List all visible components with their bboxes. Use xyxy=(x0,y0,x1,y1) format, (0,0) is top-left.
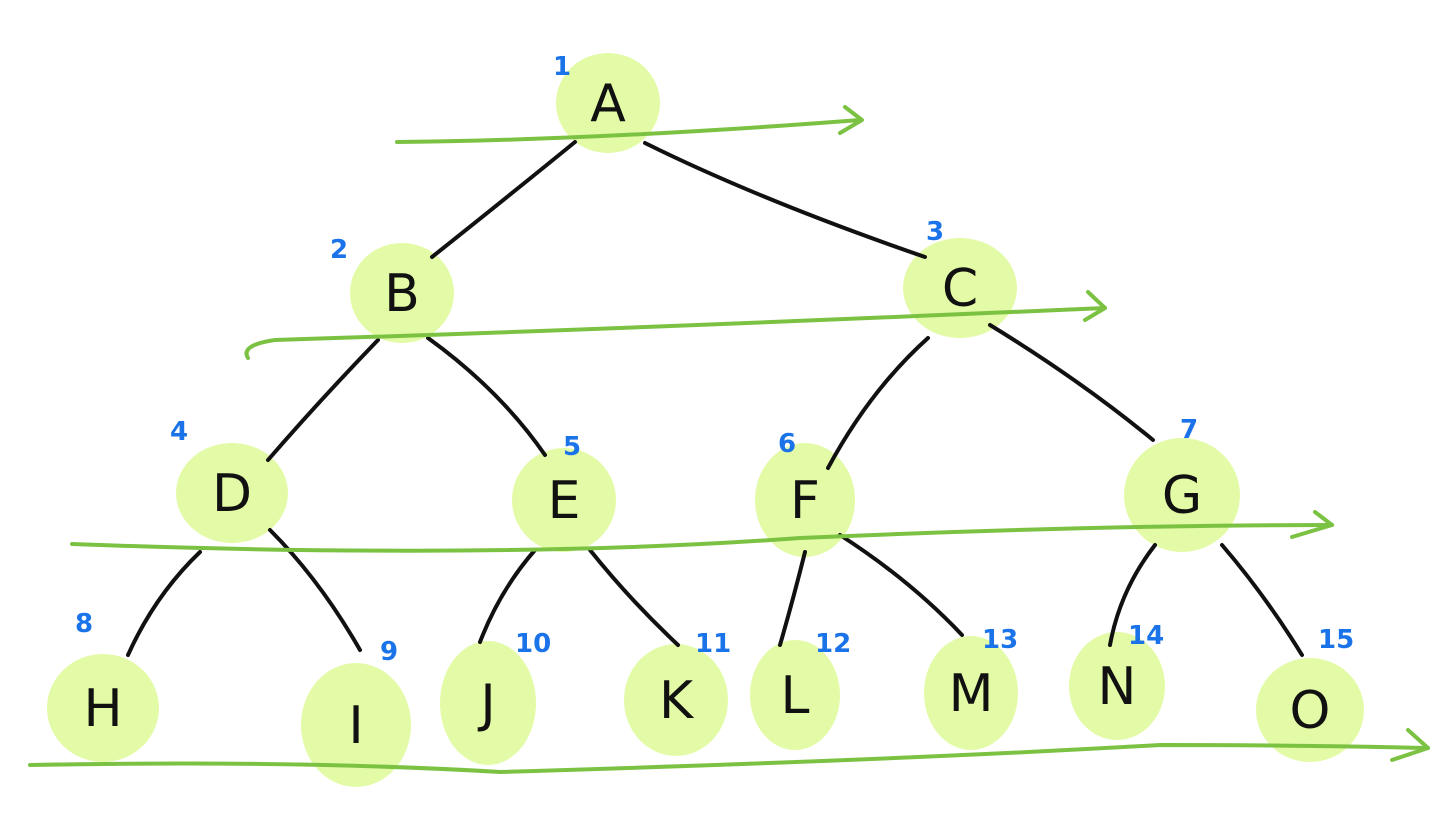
node-index-h: 8 xyxy=(75,609,93,639)
node-label-f: F xyxy=(790,471,820,531)
node-label-i: I xyxy=(348,696,363,756)
edge-f-m xyxy=(838,533,964,637)
edge-e-k xyxy=(588,548,680,647)
node-label-g: G xyxy=(1162,466,1202,526)
node-index-d: 4 xyxy=(170,417,188,447)
node-label-b: B xyxy=(384,264,420,324)
edge-a-c xyxy=(643,141,927,259)
node-highlight-f xyxy=(755,443,855,557)
node-highlight-l xyxy=(750,640,840,750)
edge-g-o xyxy=(1220,543,1304,657)
node-label-n: N xyxy=(1098,657,1137,717)
edge-f-l xyxy=(778,550,807,647)
node-index-i: 9 xyxy=(380,637,398,667)
edge-b-d xyxy=(266,338,380,462)
node-label-c: C xyxy=(942,259,978,319)
edge-d-i xyxy=(268,528,362,652)
node-label-e: E xyxy=(548,471,581,531)
node-index-o: 15 xyxy=(1318,625,1354,655)
level-arrow-3 xyxy=(70,523,1334,553)
node-index-c: 3 xyxy=(926,217,944,247)
node-highlight-n xyxy=(1069,632,1165,740)
node-highlight-a xyxy=(556,53,660,153)
node-highlights xyxy=(47,53,1364,787)
node-index-m: 13 xyxy=(982,625,1018,655)
level-arrowhead-4 xyxy=(1390,728,1430,762)
node-label-d: D xyxy=(212,464,252,524)
edge-g-n xyxy=(1108,543,1157,647)
node-index-j: 10 xyxy=(515,629,551,659)
node-index-l: 12 xyxy=(815,629,851,659)
node-label-k: K xyxy=(659,671,695,731)
node-label-a: A xyxy=(590,74,626,134)
level-arrowhead-1 xyxy=(838,105,864,135)
edge-d-h xyxy=(126,550,202,657)
node-highlight-g xyxy=(1124,438,1240,552)
level-arrow-4 xyxy=(28,743,1430,774)
edge-e-j xyxy=(478,548,537,644)
node-highlight-d xyxy=(176,443,288,543)
edges xyxy=(126,140,1304,657)
node-highlight-h xyxy=(47,654,159,762)
node-label-o: O xyxy=(1290,681,1331,741)
node-index-a: 1 xyxy=(553,52,571,82)
node-highlight-m xyxy=(924,636,1018,750)
node-highlight-j xyxy=(440,641,536,765)
node-index-k: 11 xyxy=(695,629,731,659)
level-arrows xyxy=(28,105,1430,774)
level-arrow-2 xyxy=(244,306,1107,360)
node-label-l: L xyxy=(781,666,810,726)
node-index-g: 7 xyxy=(1180,415,1198,445)
edge-b-e xyxy=(426,336,547,457)
node-label-m: M xyxy=(949,664,994,724)
node-index-e: 5 xyxy=(563,432,581,462)
level-arrowhead-2 xyxy=(1083,290,1107,322)
node-highlight-o xyxy=(1256,658,1364,762)
node-highlight-i xyxy=(301,663,411,787)
node-label-j: J xyxy=(477,674,495,734)
node-highlight-k xyxy=(624,644,728,756)
node-highlight-e xyxy=(512,448,616,552)
edge-a-b xyxy=(430,140,577,259)
node-label-h: H xyxy=(83,679,122,739)
edge-c-g xyxy=(988,323,1155,442)
edge-c-f xyxy=(826,336,930,470)
level-arrowhead-3 xyxy=(1290,510,1334,539)
node-index-b: 2 xyxy=(330,235,348,265)
node-index-n: 14 xyxy=(1128,621,1164,651)
node-highlight-b xyxy=(350,243,454,343)
level-arrow-1 xyxy=(395,118,862,144)
node-index-f: 6 xyxy=(778,429,796,459)
